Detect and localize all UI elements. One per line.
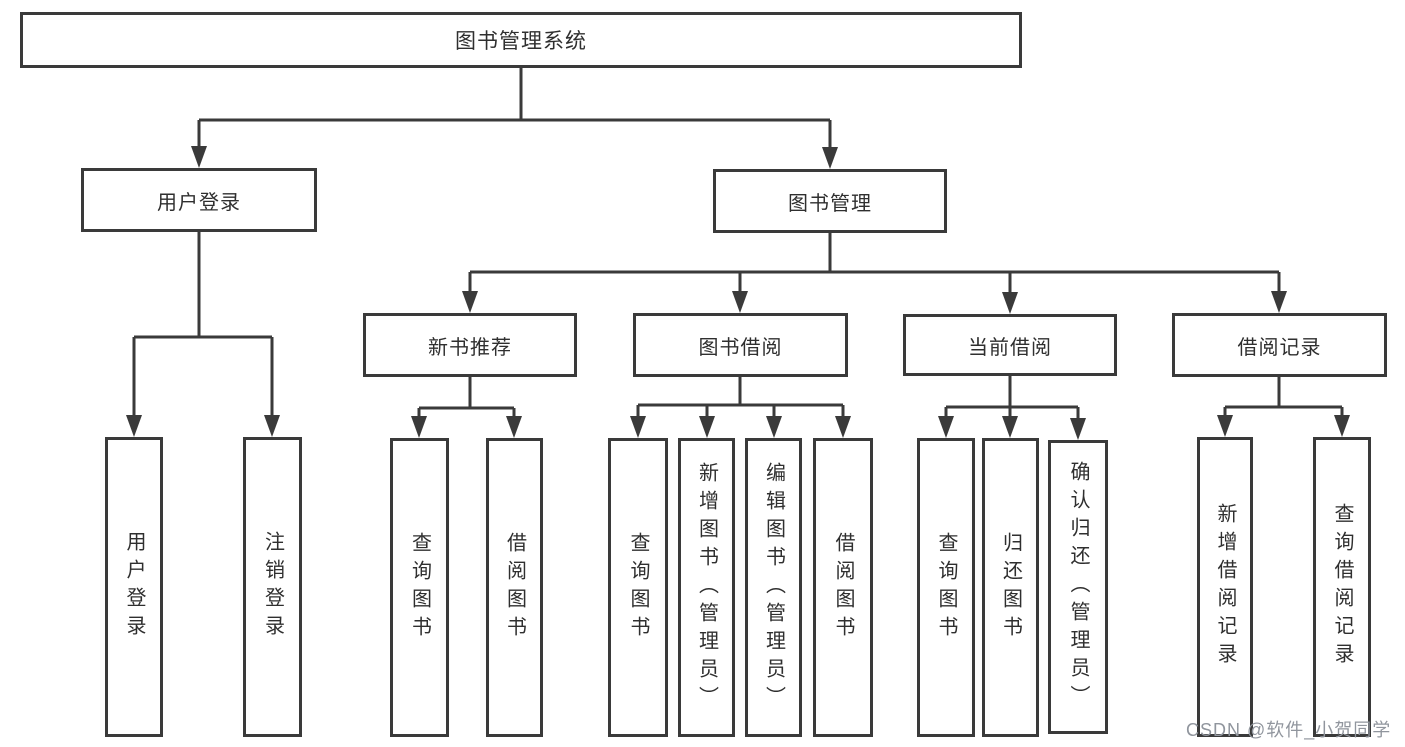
arrow-icon xyxy=(766,416,782,438)
arrowheads xyxy=(126,146,1350,440)
node-cb-confirm-return-label: 确认归还（管理员） xyxy=(1067,461,1089,713)
arrow-icon xyxy=(699,416,715,438)
node-current-borrow-label: 当前借阅 xyxy=(968,336,1052,359)
node-bb-borrow-books: 借阅图书 xyxy=(813,438,873,737)
node-root-label: 图书管理系统 xyxy=(455,30,587,53)
arrow-icon xyxy=(191,146,207,168)
arrow-icon xyxy=(264,415,280,437)
node-br-add-record-label: 新增借阅记录 xyxy=(1214,503,1236,671)
node-bb-query-books: 查询图书 xyxy=(608,438,668,737)
node-br-query-record-label: 查询借阅记录 xyxy=(1331,503,1353,671)
arrow-icon xyxy=(1002,416,1018,438)
arrow-icon xyxy=(1002,292,1018,314)
node-user-login: 用户登录 xyxy=(81,168,317,232)
node-bb-add-books-label: 新增图书（管理员） xyxy=(695,461,718,714)
node-new-book-recommend-label: 新书推荐 xyxy=(428,336,512,359)
node-book-borrow-label: 图书借阅 xyxy=(698,336,783,359)
node-root: 图书管理系统 xyxy=(20,12,1022,68)
connector-new-book-recommend xyxy=(417,377,516,418)
arrow-icon xyxy=(462,291,478,313)
node-logout: 注销登录 xyxy=(243,437,302,737)
node-cb-return-books: 归还图书 xyxy=(982,438,1039,737)
arrow-icon xyxy=(822,147,838,169)
node-bb-edit-books-label: 编辑图书（管理员） xyxy=(762,461,785,714)
node-cb-confirm-return: 确认归还（管理员） xyxy=(1048,440,1108,734)
node-cb-query-books-label: 查询图书 xyxy=(935,531,957,644)
node-bb-query-books-label: 查询图书 xyxy=(627,531,649,644)
node-logout-label: 注销登录 xyxy=(261,531,284,643)
node-br-add-record: 新增借阅记录 xyxy=(1197,437,1253,737)
node-current-borrow: 当前借阅 xyxy=(903,314,1117,376)
node-bb-add-books: 新增图书（管理员） xyxy=(678,438,735,737)
node-cb-query-books: 查询图书 xyxy=(917,438,975,737)
arrow-icon xyxy=(938,416,954,438)
connector-book-management xyxy=(468,233,1281,294)
arrow-icon xyxy=(506,416,522,438)
node-borrow-records: 借阅记录 xyxy=(1172,313,1387,377)
watermark: CSDN @软件_小贺同学 xyxy=(1186,720,1392,740)
node-nbr-borrow-books-label: 借阅图书 xyxy=(503,531,526,644)
node-br-query-record: 查询借阅记录 xyxy=(1313,437,1371,737)
node-bb-borrow-books-label: 借阅图书 xyxy=(832,531,854,644)
arrow-icon xyxy=(1070,418,1086,440)
arrow-icon xyxy=(411,416,427,438)
node-nbr-query-books-label: 查询图书 xyxy=(408,531,431,644)
node-user-login-leaf: 用户登录 xyxy=(105,437,163,737)
arrow-icon xyxy=(835,416,851,438)
node-new-book-recommend: 新书推荐 xyxy=(363,313,577,377)
arrow-icon xyxy=(1271,291,1287,313)
arrow-icon xyxy=(126,415,142,437)
node-book-borrow: 图书借阅 xyxy=(633,313,848,377)
connector-book-borrow xyxy=(636,377,845,418)
node-user-login-label: 用户登录 xyxy=(157,191,241,214)
node-nbr-query-books: 查询图书 xyxy=(390,438,449,737)
arrow-icon xyxy=(1334,415,1350,437)
node-book-management: 图书管理 xyxy=(713,169,947,233)
arrow-icon xyxy=(732,291,748,313)
node-user-login-leaf-label: 用户登录 xyxy=(123,531,145,643)
connector-user-login xyxy=(132,232,274,417)
connector-borrow-records xyxy=(1223,377,1344,417)
connector-root xyxy=(197,68,832,149)
arrow-icon xyxy=(630,416,646,438)
connector-current-borrow xyxy=(944,376,1080,420)
node-book-management-label: 图书管理 xyxy=(788,192,872,215)
node-nbr-borrow-books: 借阅图书 xyxy=(486,438,543,737)
node-bb-edit-books: 编辑图书（管理员） xyxy=(745,438,802,737)
arrow-icon xyxy=(1217,415,1233,437)
node-borrow-records-label: 借阅记录 xyxy=(1237,336,1322,359)
node-cb-return-books-label: 归还图书 xyxy=(999,531,1022,644)
